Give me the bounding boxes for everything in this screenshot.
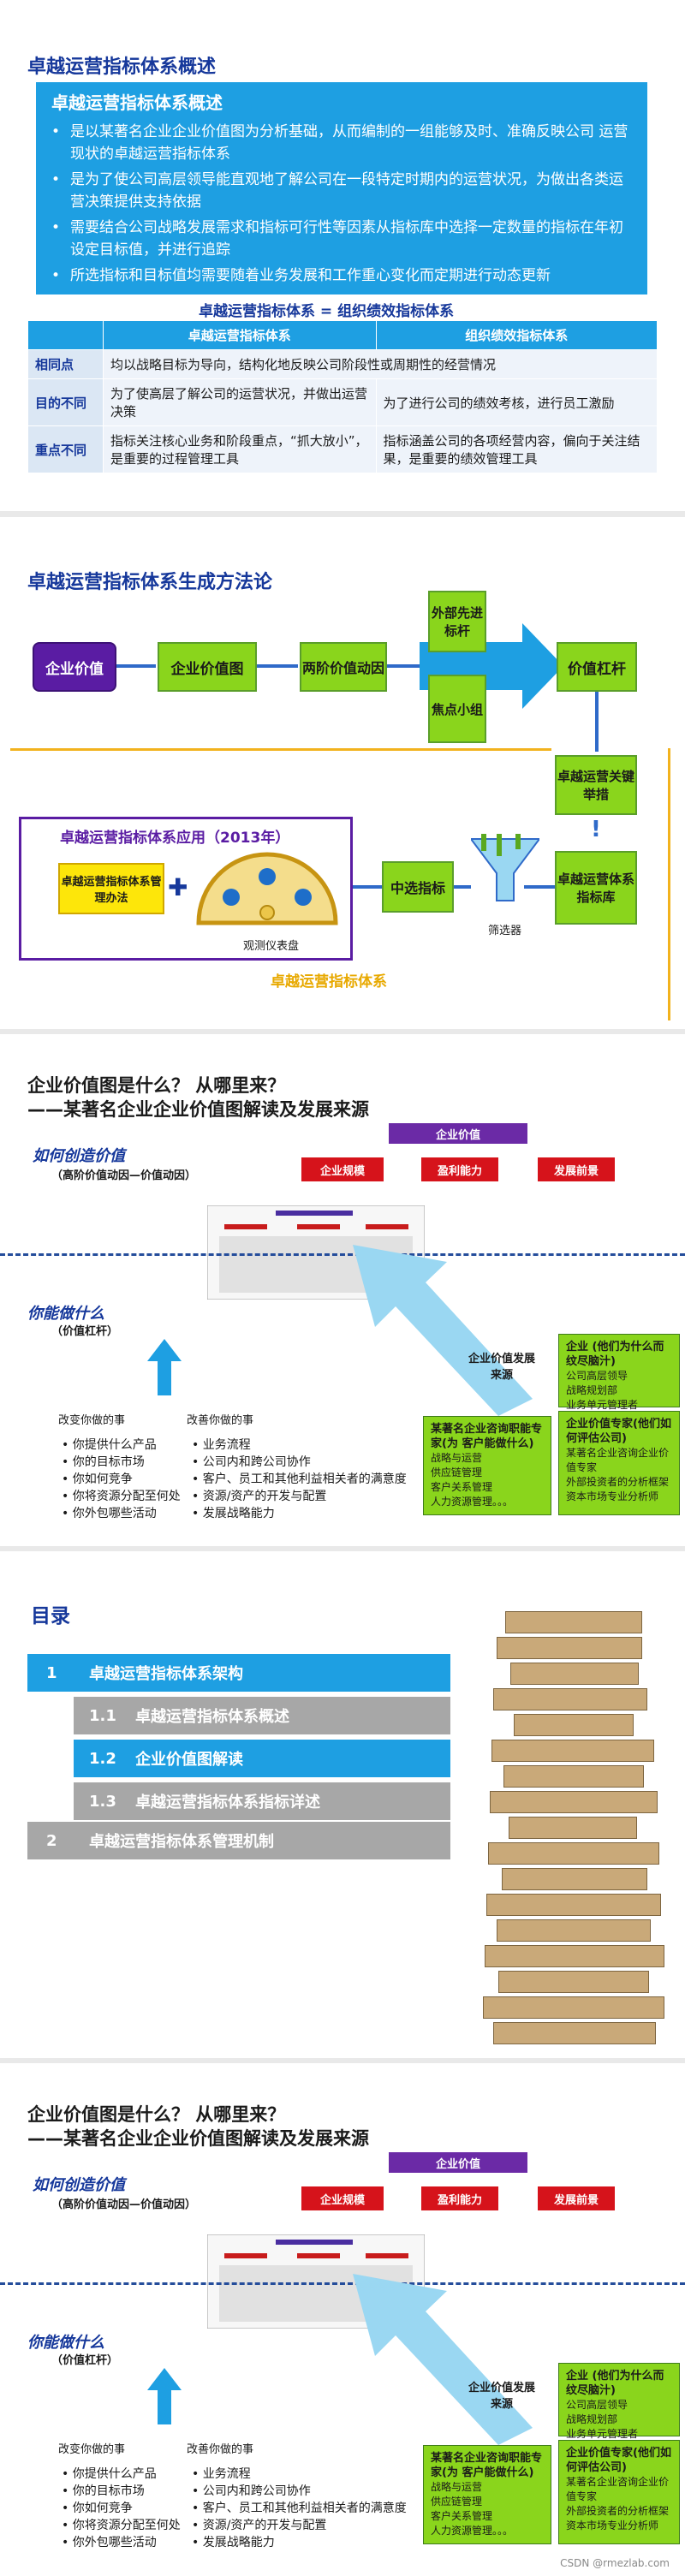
red-node-profit: 盈利能力 bbox=[421, 2186, 498, 2210]
red-node-scale: 企业规模 bbox=[301, 2186, 384, 2210]
red-node-outlook: 发展前景 bbox=[538, 2186, 615, 2210]
box-two-stage-drivers: 两阶价值动因 bbox=[300, 642, 387, 692]
arrow-line bbox=[116, 664, 156, 668]
box-enterprise-value: 企业价值 bbox=[33, 642, 116, 692]
divider-line bbox=[10, 748, 551, 751]
what-do-sub: （价值杠杆） bbox=[51, 1325, 119, 1338]
page-title: 卓越运营指标体系生成方法论 bbox=[27, 572, 273, 593]
what-do-label: 你能做什么 bbox=[27, 2334, 104, 2352]
slide-methodology: 卓越运营指标体系生成方法论 企业价值 企业价值图 两阶价值动因 外部先进标杆 焦… bbox=[0, 517, 685, 1029]
filter-label: 筛选器 bbox=[488, 925, 522, 937]
improve-list: • 业务流程• 公司内和跨公司协作• 客户、员工和其他利益相关者的满意度• 资源… bbox=[192, 2467, 407, 2549]
up-arrow-icon bbox=[147, 2368, 182, 2424]
panel-enterprise: 企业 (他们为什么而纹尽脑汁) 公司高层领导战略规划部业务单元管理者 bbox=[558, 1334, 680, 1411]
how-create-label: 如何创造价值 bbox=[33, 1147, 125, 1165]
application-title: 卓越运营指标体系应用（2013年） bbox=[60, 830, 290, 847]
panel-heading: 卓越运营指标体系概述 bbox=[51, 92, 223, 113]
red-node-scale: 企业规模 bbox=[301, 1157, 384, 1181]
dashboard-gauge-icon bbox=[196, 852, 338, 925]
change-list: • 你提供什么产品• 你的目标市场• 你如何竞争• 你将资源分配至何处• 你外包… bbox=[62, 2467, 181, 2549]
panel-function-experts: 某著名企业咨询职能专家(为 客户能做什么) 战略与运营供应链管理客户关系管理人力… bbox=[423, 2445, 551, 2544]
change-heading: 改变你做的事 bbox=[58, 1414, 126, 1427]
page-title-line1: 企业价值图是什么？ 从哪里来？ bbox=[27, 2104, 286, 2125]
how-create-label: 如何创造价值 bbox=[33, 2176, 125, 2194]
panel-enterprise: 企业 (他们为什么而纹尽脑汁) 公司高层领导战略规划部业务单元管理者 bbox=[558, 2363, 680, 2440]
red-node-profit: 盈利能力 bbox=[421, 1157, 498, 1181]
panel-value-experts: 企业价值专家(他们如何评估公司) 某著名企业咨询企业价值专家外部投资者的分析框架… bbox=[558, 1411, 680, 1515]
how-create-sub: （高阶价值动因—价值动因） bbox=[51, 2198, 197, 2211]
dashed-divider bbox=[0, 2282, 685, 2285]
panel-value-experts: 企业价值专家(他们如何评估公司) 某著名企业咨询企业价值专家外部投资者的分析框架… bbox=[558, 2440, 680, 2544]
overview-panel: 卓越运营指标体系概述 •是以某著名企业企业价值图为分析基础，从而编制的一组能够及… bbox=[36, 82, 647, 294]
top-node-enterprise-value: 企业价值 bbox=[389, 1123, 527, 1144]
box-key-initiatives: 卓越运营关键举措 bbox=[555, 755, 637, 815]
application-frame bbox=[19, 817, 353, 961]
bullet-4: •所选指标和目标值均需要随着业务发展和工作重心变化而定期进行动态更新 bbox=[51, 267, 551, 284]
table-row: 目的不同 为了使高层了解公司的运营状况，并做出运营决策 为了进行公司的绩效考核，… bbox=[27, 378, 658, 426]
exclaim-icon: ! bbox=[591, 817, 601, 842]
how-create-sub: （高阶价值动因—价值动因） bbox=[51, 1169, 197, 1182]
box-selected-indicators: 中选指标 bbox=[382, 861, 454, 913]
comparison-table: 卓越运营指标体系 组织绩效指标体系 相同点 均以战略目标为导向，结构化地反映公司… bbox=[27, 320, 658, 473]
arrow-line bbox=[595, 692, 599, 752]
improve-heading: 改善你做的事 bbox=[187, 2443, 254, 2456]
table-row: 相同点 均以战略目标为导向，结构化地反映公司阶段性或周期性的经营情况 bbox=[27, 349, 658, 379]
box-value-map: 企业价值图 bbox=[158, 642, 257, 692]
arrow-line bbox=[445, 885, 471, 889]
arrow-source-label: 企业价值发展来源 bbox=[468, 1353, 535, 1382]
big-diagonal-arrow bbox=[353, 1245, 533, 1416]
jenga-tower-image bbox=[480, 1611, 668, 2048]
box-indicator-library: 卓越运营体系指标库 bbox=[555, 851, 637, 925]
table-caption: 卓越运营指标体系 = 组织绩效指标体系 bbox=[199, 303, 455, 320]
bullet-1: •是以某著名企业企业价值图为分析基础，从而编制的一组能够及时、准确反映公司 运营… bbox=[51, 123, 628, 163]
box-external-benchmark: 外部先进标杆 bbox=[428, 591, 486, 652]
change-list: • 你提供什么产品• 你的目标市场• 你如何竞争• 你将资源分配至何处• 你外包… bbox=[62, 1438, 181, 1520]
box-focus-group: 焦点小组 bbox=[428, 675, 486, 743]
arrow-line bbox=[524, 885, 555, 889]
what-do-sub: （价值杠杆） bbox=[51, 2354, 119, 2367]
arrow-source-label: 企业价值发展来源 bbox=[468, 2382, 535, 2411]
what-do-label: 你能做什么 bbox=[27, 1305, 104, 1323]
big-diagonal-arrow bbox=[353, 2274, 533, 2445]
slide-overview: 卓越运营指标体系概述 卓越运营指标体系概述 •是以某著名企业企业价值图为分析基础… bbox=[0, 0, 685, 511]
funnel-icon bbox=[471, 834, 539, 901]
dashed-divider bbox=[0, 1253, 685, 1256]
table-row: 重点不同 指标关注核心业务和阶段重点，“抓大放小”，是重要的过程管理工具 指标涵… bbox=[27, 425, 658, 473]
red-node-outlook: 发展前景 bbox=[538, 1157, 615, 1181]
page-title: 卓越运营指标体系概述 bbox=[27, 57, 217, 78]
arrow-line bbox=[387, 664, 421, 668]
page-title-line2: ——某著名企业企业价值图解读及发展来源 bbox=[27, 2128, 369, 2149]
bullet-3: •需要结合公司战略发展需求和指标可行性等因素从指标库中选择一定数量的指标在年初设… bbox=[51, 219, 623, 259]
table-header bbox=[27, 320, 104, 350]
gauge-label: 观测仪表盘 bbox=[243, 940, 300, 953]
bottom-label: 卓越运营指标体系 bbox=[271, 973, 387, 991]
divider-line bbox=[668, 748, 670, 1020]
table-header: 组织绩效指标体系 bbox=[375, 320, 658, 350]
plus-icon: ✚ bbox=[168, 873, 188, 901]
up-arrow-icon bbox=[147, 1339, 182, 1395]
top-node-enterprise-value: 企业价值 bbox=[389, 2152, 527, 2173]
improve-list: • 业务流程• 公司内和跨公司协作• 客户、员工和其他利益相关者的满意度• 资源… bbox=[192, 1438, 407, 1520]
bullet-2: •是为了使公司高层领导能直观地了解公司在一段特定时期内的运营状况，为做出各类运营… bbox=[51, 171, 623, 211]
change-heading: 改变你做的事 bbox=[58, 2443, 126, 2456]
table-header: 卓越运营指标体系 bbox=[103, 320, 377, 350]
toc-title: 目录 bbox=[31, 1605, 70, 1627]
box-management-rules: 卓越运营指标体系管理办法 bbox=[58, 863, 164, 914]
footer-credit: CSDN @rmezlab.com bbox=[560, 2557, 670, 2569]
arrow-line bbox=[353, 885, 382, 889]
improve-heading: 改善你做的事 bbox=[187, 1414, 254, 1427]
page-title-line2: ——某著名企业企业价值图解读及发展来源 bbox=[27, 1099, 369, 1120]
arrow-line bbox=[257, 664, 298, 668]
slide-value-map-repeat: 企业价值图是什么？ 从哪里来？ ——某著名企业企业价值图解读及发展来源 如何创造… bbox=[0, 2063, 685, 2576]
page-title-line1: 企业价值图是什么？ 从哪里来？ bbox=[27, 1075, 286, 1096]
slide-value-map: 企业价值图是什么？ 从哪里来？ ——某著名企业企业价值图解读及发展来源 如何创造… bbox=[0, 1034, 685, 1546]
panel-function-experts: 某著名企业咨询职能专家(为 客户能做什么) 战略与运营供应链管理客户关系管理人力… bbox=[423, 1416, 551, 1515]
box-value-lever: 价值杠杆 bbox=[557, 642, 637, 692]
